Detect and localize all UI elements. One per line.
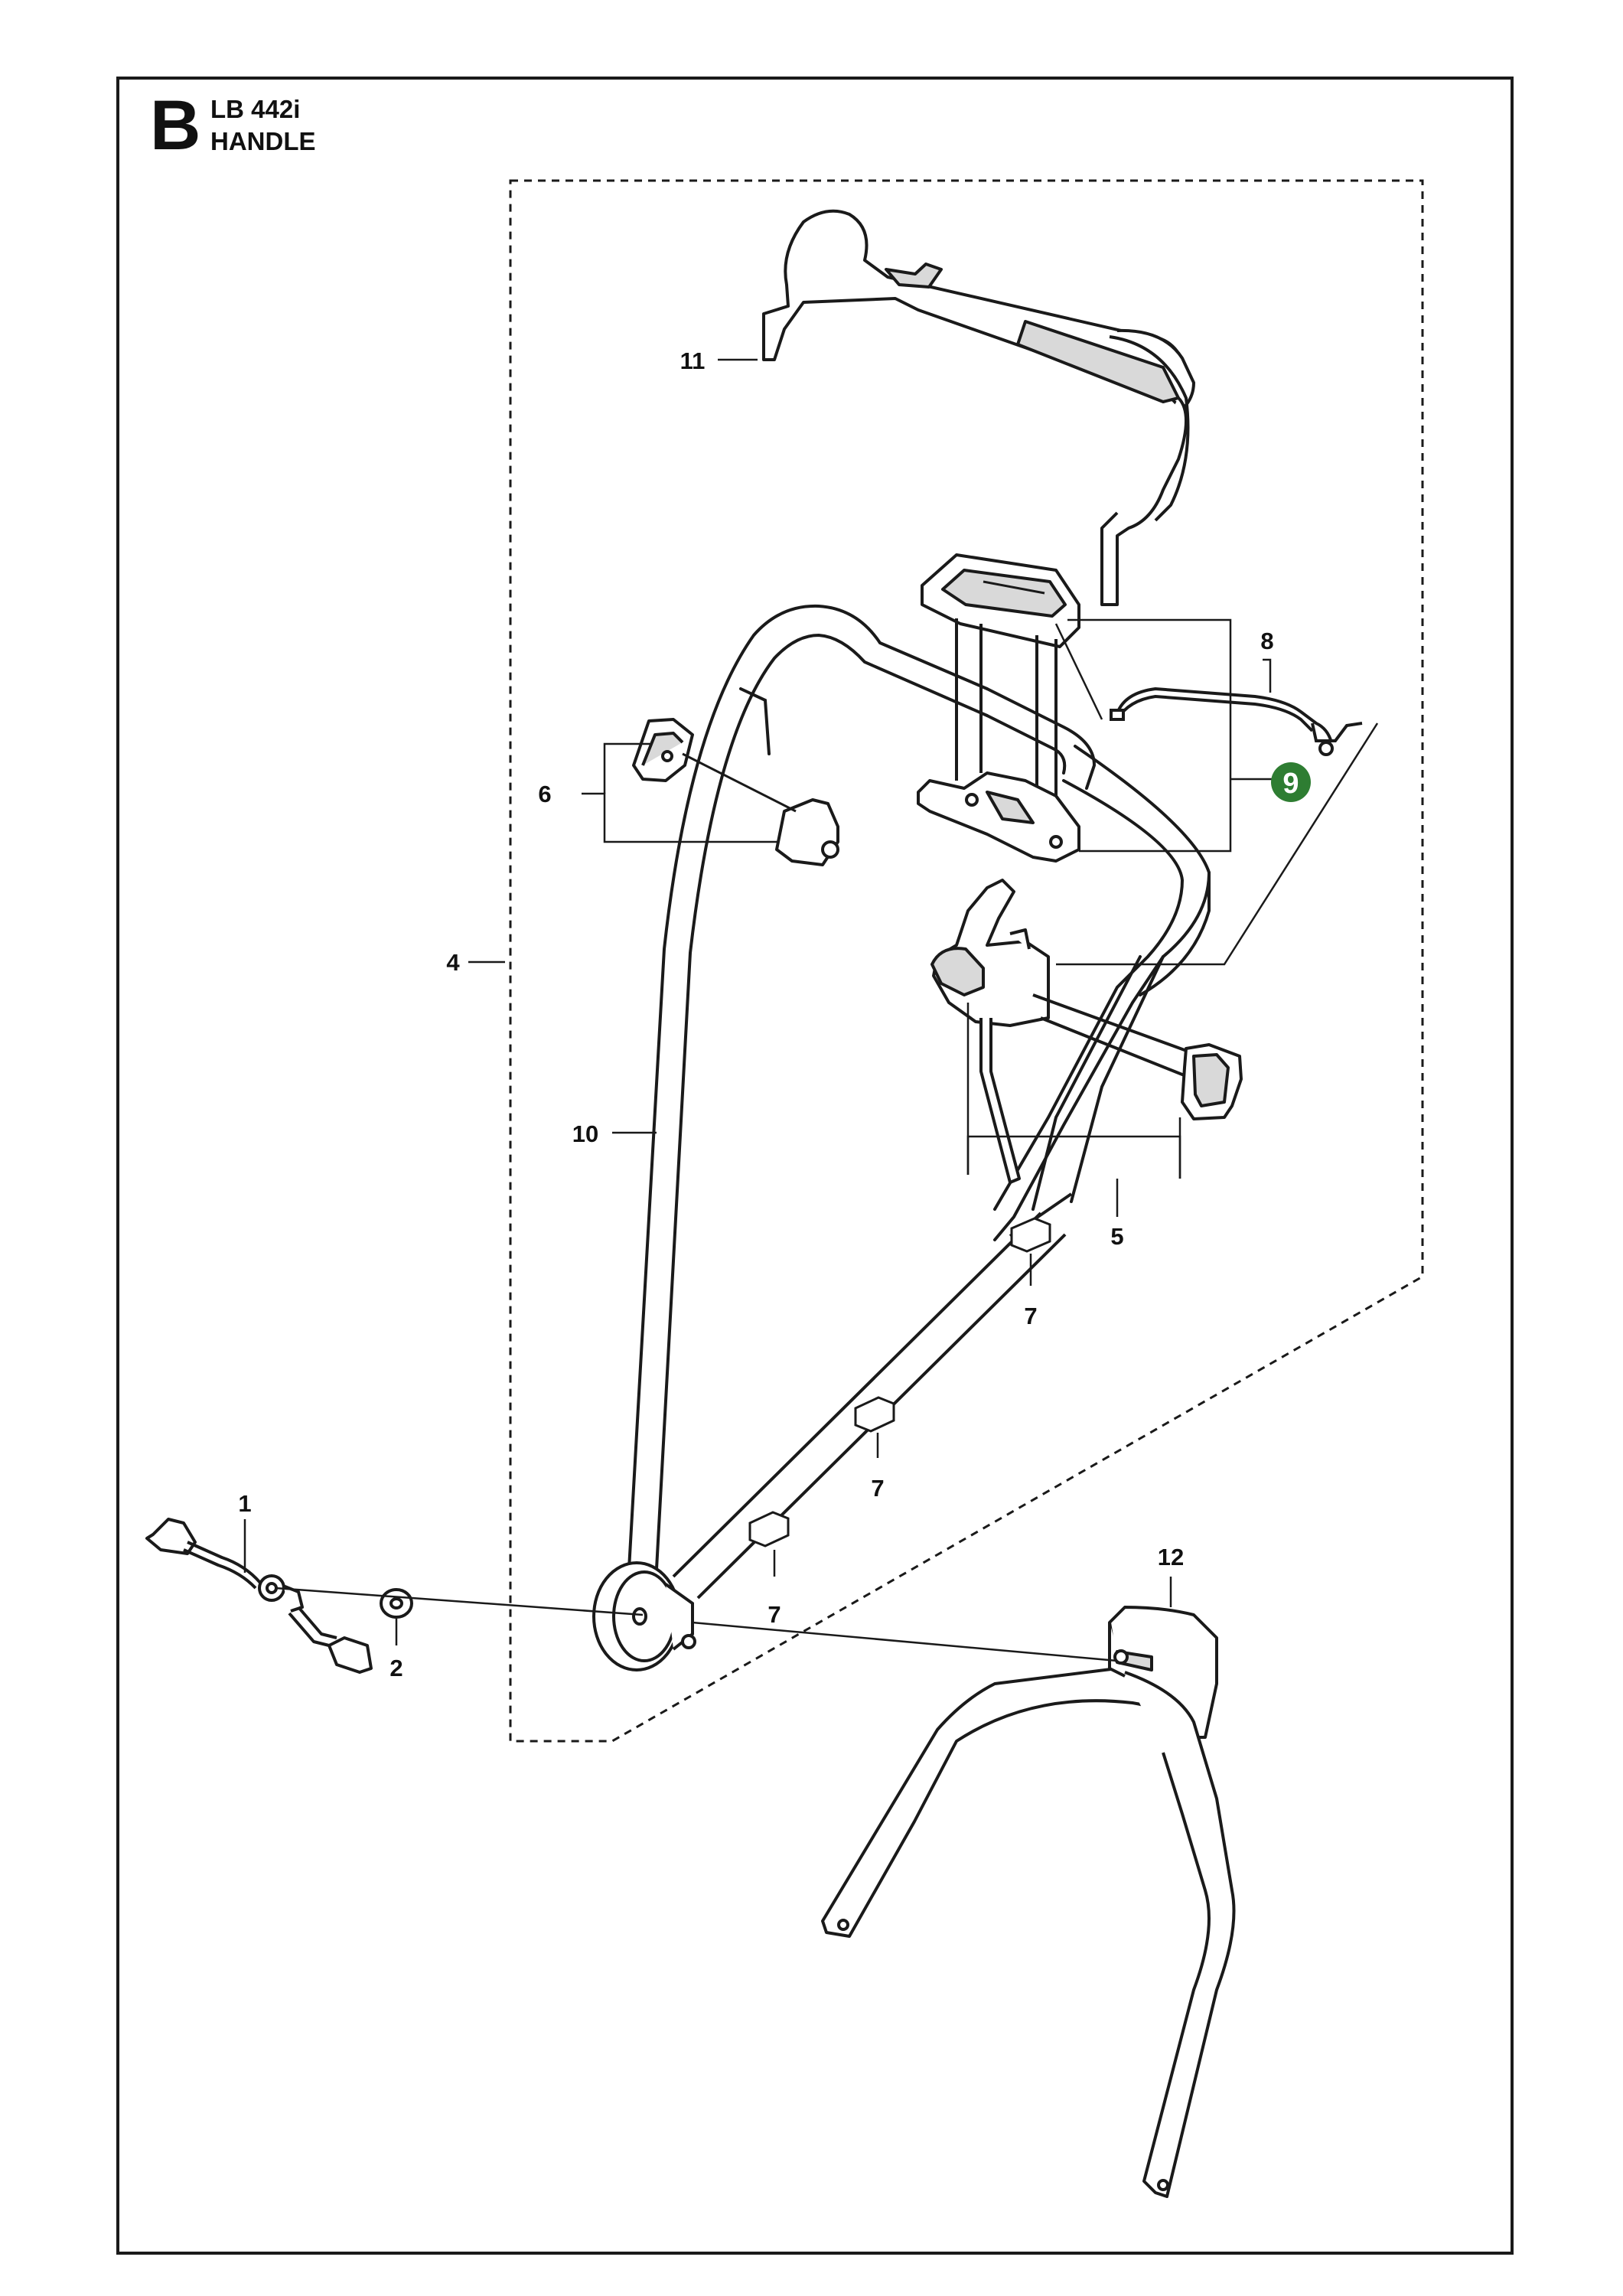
callout-6: 6: [538, 781, 551, 807]
callout-7-lower: 7: [768, 1601, 781, 1628]
assembly-boundary: [509, 179, 1424, 1743]
pivot-disc: [592, 1561, 696, 1671]
callout-9-highlight-badge: [1271, 762, 1311, 802]
display-cover: [921, 553, 1080, 796]
callout-10: 10: [572, 1120, 598, 1147]
callout-5: 5: [1110, 1223, 1123, 1250]
callout-8: 8: [1260, 628, 1273, 654]
throttle-handle: [930, 879, 1243, 1184]
callout-7-upper: 7: [1024, 1303, 1037, 1329]
model-name: LB 442i: [210, 95, 301, 123]
cable-guide-clips: [748, 1217, 1051, 1548]
section-letter: B: [150, 86, 201, 165]
callout-11: 11: [680, 347, 706, 374]
upper-handle-bar: [762, 209, 1195, 606]
control-cable: [145, 1518, 373, 1674]
callout-1: 1: [238, 1490, 251, 1517]
wire-harness: [1110, 687, 1363, 756]
callout-9: 9: [1282, 768, 1299, 800]
callout-4: 4: [446, 949, 460, 976]
lower-shaft: [672, 1192, 1073, 1600]
callout-2: 2: [389, 1655, 402, 1681]
leader-lines: [243, 358, 1379, 1662]
clamp-knob: [632, 718, 839, 866]
display-base: [917, 771, 1080, 863]
main-handle-loop: [627, 604, 1211, 1570]
washer: [380, 1588, 413, 1619]
section-title: HANDLE: [210, 127, 316, 155]
callout-7-middle: 7: [871, 1475, 884, 1502]
page-frame: [116, 77, 1514, 2255]
callout-12: 12: [1158, 1544, 1184, 1570]
support-loop: [821, 1606, 1236, 2198]
